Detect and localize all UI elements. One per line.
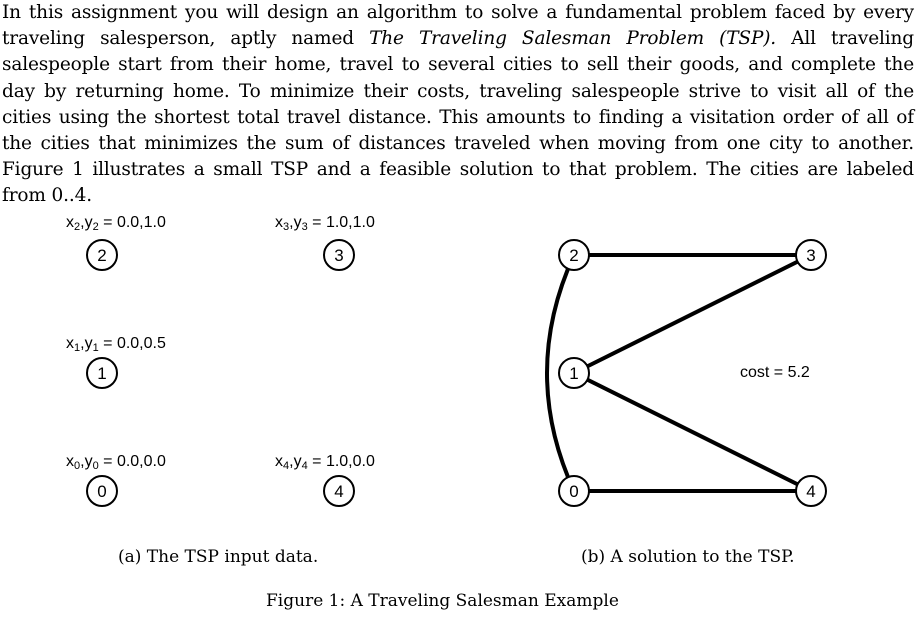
city-4-node: 4 — [323, 475, 355, 507]
tsp-name-italic: The Traveling Salesman Problem (TSP). — [369, 28, 777, 50]
solution-panel-caption: (b) A solution to the TSP. — [581, 547, 795, 567]
city-3-coordinates: x3,y3 = 1.0,1.0 — [275, 214, 375, 233]
figure-caption: Figure 1: A Traveling Salesman Example — [266, 591, 619, 611]
city-2-node: 2 — [86, 239, 118, 271]
city-3-node: 3 — [323, 239, 355, 271]
edge-0-2 — [545, 254, 576, 492]
city-2-coordinates: x2,y2 = 0.0,1.0 — [66, 214, 166, 233]
input-panel-caption: (a) The TSP input data. — [118, 547, 319, 567]
solution-node-2: 2 — [558, 239, 590, 271]
intro-text-end: All traveling salespeople start from the… — [2, 28, 914, 207]
tour-cost-label: cost = 5.2 — [740, 364, 810, 381]
edge-1-4 — [573, 371, 812, 493]
city-0-node: 0 — [86, 475, 118, 507]
solution-node-1: 1 — [558, 357, 590, 389]
city-4-coordinates: x4,y4 = 1.0,0.0 — [275, 453, 375, 472]
solution-node-0: 0 — [558, 475, 590, 507]
intro-paragraph: In this assignment you will design an al… — [2, 0, 914, 210]
solution-node-3: 3 — [795, 239, 827, 271]
city-1-coordinates: x1,y1 = 0.0,0.5 — [66, 335, 166, 354]
solution-node-4: 4 — [795, 475, 827, 507]
intro-text-start: In this assignment you will design an al… — [2, 2, 914, 50]
city-0-coordinates: x0,y0 = 0.0,0.0 — [66, 453, 166, 472]
city-1-node: 1 — [86, 357, 118, 389]
edge-3-1 — [573, 253, 812, 375]
